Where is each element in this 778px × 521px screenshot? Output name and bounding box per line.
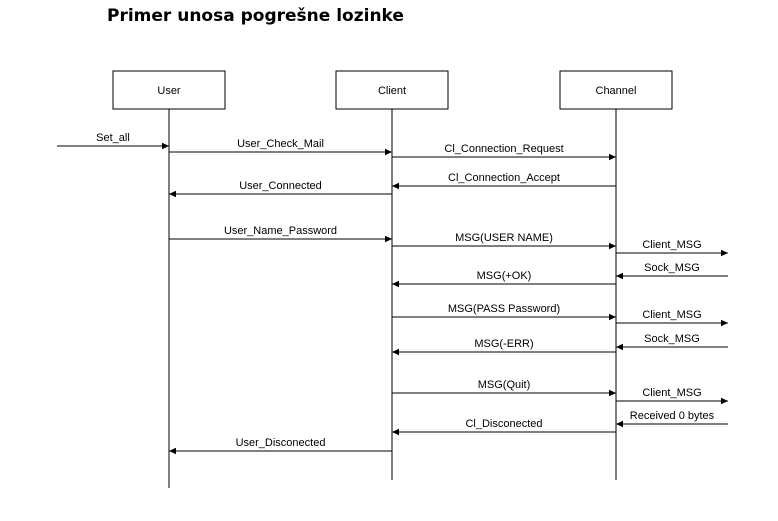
message-user-connected: User_Connected <box>169 180 392 198</box>
message-label-msg-user-name: MSG(USER NAME) <box>455 232 553 244</box>
message-label-msg-ok: MSG(+OK) <box>477 270 532 282</box>
lifeline-label-user: User <box>157 85 181 97</box>
message-sock-msg-2: Sock_MSG <box>616 333 728 351</box>
message-label-msg-pass-password: MSG(PASS Password) <box>448 303 560 315</box>
lifeline-user: User <box>112 70 226 488</box>
message-label-client-msg-3: Client_MSG <box>642 387 701 399</box>
page-title: Primer unosa pogrešne lozinke <box>107 6 404 26</box>
lifeline-box-user <box>112 70 226 110</box>
message-label-user-disconected: User_Disconected <box>236 437 326 449</box>
message-label-client-msg-1: Client_MSG <box>642 239 701 251</box>
message-label-user-connected: User_Connected <box>239 180 322 192</box>
message-client-msg-1: Client_MSG <box>616 239 728 257</box>
message-msg-ok: MSG(+OK) <box>392 270 616 288</box>
message-label-sock-msg-2: Sock_MSG <box>644 333 700 345</box>
message-label-cl-disconected: Cl_Disconected <box>465 418 542 430</box>
message-label-msg-quit: MSG(Quit) <box>478 379 531 391</box>
message-client-msg-3: Client_MSG <box>616 387 728 405</box>
message-label-client-msg-2: Client_MSG <box>642 309 701 321</box>
message-label-cl-connection-request: Cl_Connection_Request <box>444 143 563 155</box>
message-cl-connection-accept: Cl_Connection_Accept <box>392 172 616 190</box>
message-msg-quit: MSG(Quit) <box>392 379 616 397</box>
message-user-disconected: User_Disconected <box>169 437 392 455</box>
message-client-msg-2: Client_MSG <box>616 309 728 327</box>
message-label-set-all: Set_all <box>96 132 130 144</box>
message-msg-user-name: MSG(USER NAME) <box>392 232 616 250</box>
message-msg-err: MSG(-ERR) <box>392 338 616 356</box>
message-label-msg-err: MSG(-ERR) <box>474 338 533 350</box>
message-label-received-0-bytes: Received 0 bytes <box>630 410 715 422</box>
message-label-user-name-password: User_Name_Password <box>224 225 337 237</box>
lifeline-label-client: Client <box>378 85 406 97</box>
lifeline-label-channel: Channel <box>596 85 637 97</box>
message-user-check-mail: User_Check_Mail <box>169 138 392 156</box>
lifeline-box-client <box>335 70 449 110</box>
message-user-name-password: User_Name_Password <box>169 225 392 243</box>
message-cl-disconected: Cl_Disconected <box>392 418 616 436</box>
message-label-sock-msg-1: Sock_MSG <box>644 262 700 274</box>
message-label-cl-connection-accept: Cl_Connection_Accept <box>448 172 560 184</box>
message-cl-connection-request: Cl_Connection_Request <box>392 143 616 161</box>
message-msg-pass-password: MSG(PASS Password) <box>392 303 616 321</box>
lifeline-box-channel <box>559 70 673 110</box>
lifeline-client: Client <box>335 70 449 480</box>
lifeline-channel: Channel <box>559 70 673 480</box>
message-set-all: Set_all <box>57 132 169 150</box>
message-received-0-bytes: Received 0 bytes <box>616 410 728 428</box>
message-sock-msg-1: Sock_MSG <box>616 262 728 280</box>
message-label-user-check-mail: User_Check_Mail <box>237 138 324 150</box>
